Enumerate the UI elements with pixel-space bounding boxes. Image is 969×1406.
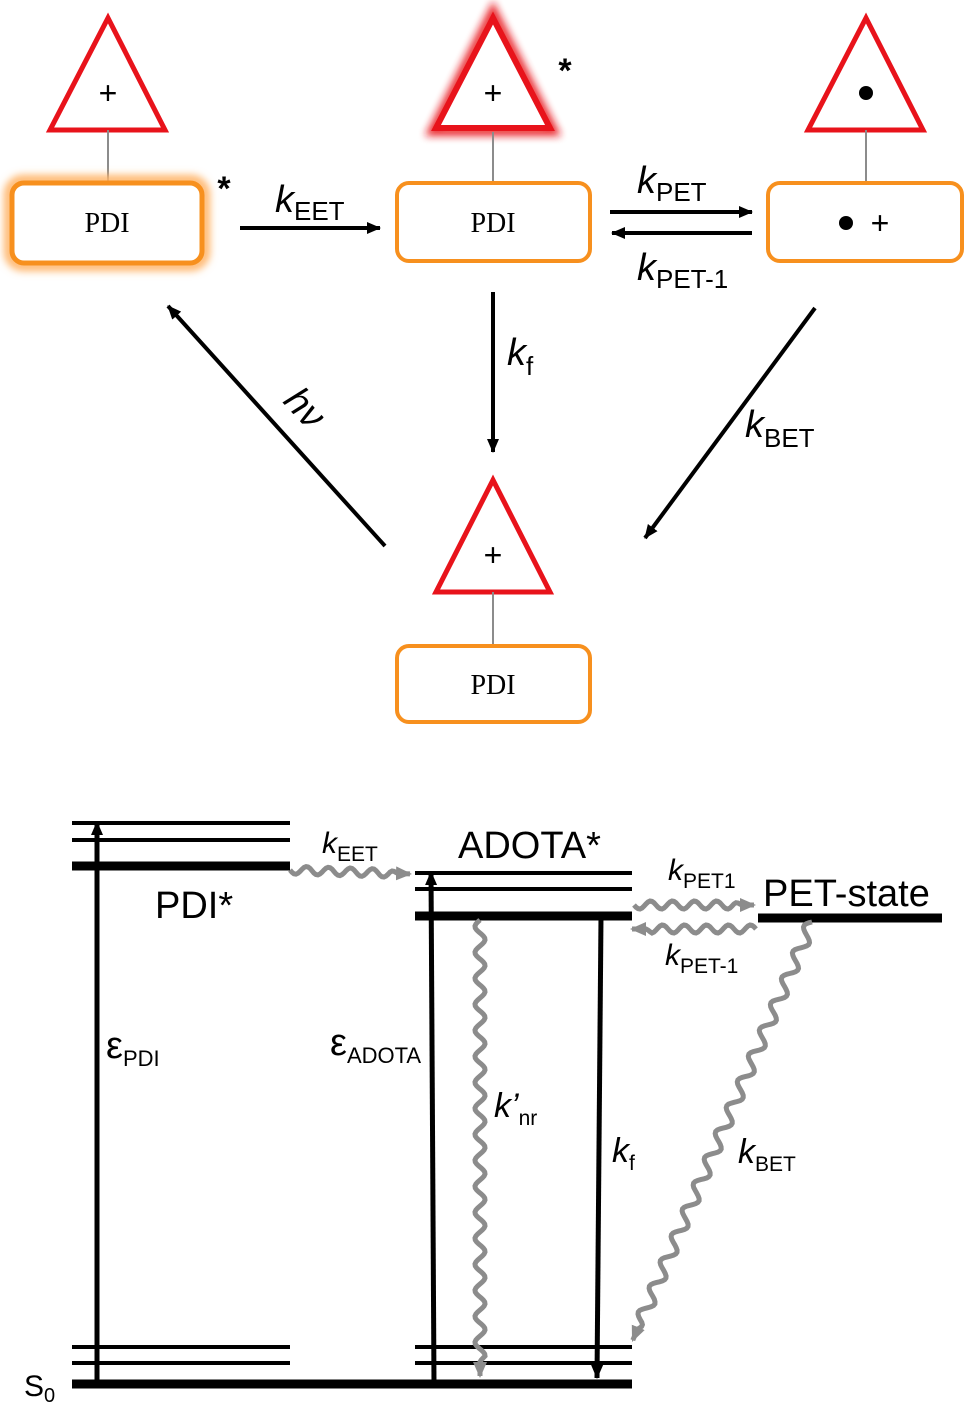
molecule-radical-pair: + [766, 12, 964, 263]
radical-dot-box [839, 216, 853, 230]
label-jab-k-pet-back: kPET-1 [665, 939, 738, 978]
label-s0: S0 [24, 1370, 55, 1406]
triangle-adota-1 [45, 12, 170, 133]
wavy-k-eet [288, 864, 412, 881]
label-k-eet: kEET [275, 179, 345, 226]
label-jab-k-eet: kEET [322, 827, 378, 866]
label-adota-star: ADOTA* [458, 825, 601, 867]
jablonski-diagram: PDI* ADOTA* PET-state S0 εPDI εADOTA kEE… [24, 821, 942, 1406]
pdi-label-2: PDI [470, 208, 515, 239]
radical-dot-triangle [859, 86, 873, 100]
pdi-label-4: PDI [470, 670, 515, 701]
arrow-k-bet [643, 306, 817, 540]
label-eps-pdi: εPDI [106, 1025, 160, 1071]
label-k-pet: kPET [637, 160, 707, 207]
molecule-ground-state: + PDI [395, 474, 592, 724]
plus-sign-4: + [484, 537, 503, 573]
box-pdi-4 [395, 644, 592, 724]
wavy-k-nr [472, 918, 488, 1378]
excited-star-2: * [558, 52, 572, 90]
wavy-k-pet1 [632, 898, 756, 912]
pdi-levels [72, 821, 290, 1365]
box-pdi-1 [9, 180, 205, 266]
wavy-k-bet [630, 919, 813, 1343]
pdi-label-1: PDI [84, 208, 129, 239]
label-jab-k-f: kf [612, 1132, 635, 1175]
molecule-excited-adota: + * PDI [395, 0, 592, 263]
wavy-k-pet-back [630, 922, 758, 936]
arrow-eps-adota [425, 871, 438, 1385]
arrow-hv [166, 304, 387, 548]
label-k-pet-back: kPET-1 [637, 247, 728, 294]
box-pdi-2 [395, 181, 592, 263]
label-eps-adota: εADOTA [330, 1022, 421, 1068]
box-glow-1 [4, 175, 210, 271]
triangle-adota-4 [431, 474, 555, 595]
plus-sign-1: + [99, 75, 118, 111]
label-pet-state: PET-state [763, 873, 930, 915]
box-pdi-3 [766, 181, 964, 263]
label-k-f: kf [507, 332, 534, 381]
label-k-bet: kBET [745, 404, 815, 453]
label-pdi-star: PDI* [155, 885, 233, 927]
plus-sign-3: + [871, 205, 890, 241]
label-jab-k-pet1: kPET1 [668, 854, 736, 893]
triangle-adota-3 [803, 12, 928, 133]
triangle-adota-2 [431, 11, 555, 131]
excited-star-1: * [217, 170, 231, 208]
molecule-excited-pdi: + PDI * [4, 12, 231, 271]
arrow-k-f-fluorescence [591, 915, 604, 1379]
reaction-scheme: + PDI * + * PDI + + [4, 0, 964, 724]
label-hv: hν [275, 379, 333, 437]
label-jab-k-nr: k’nr [494, 1087, 537, 1130]
label-jab-k-bet: kBET [738, 1133, 796, 1176]
plus-sign-2: + [484, 75, 503, 111]
